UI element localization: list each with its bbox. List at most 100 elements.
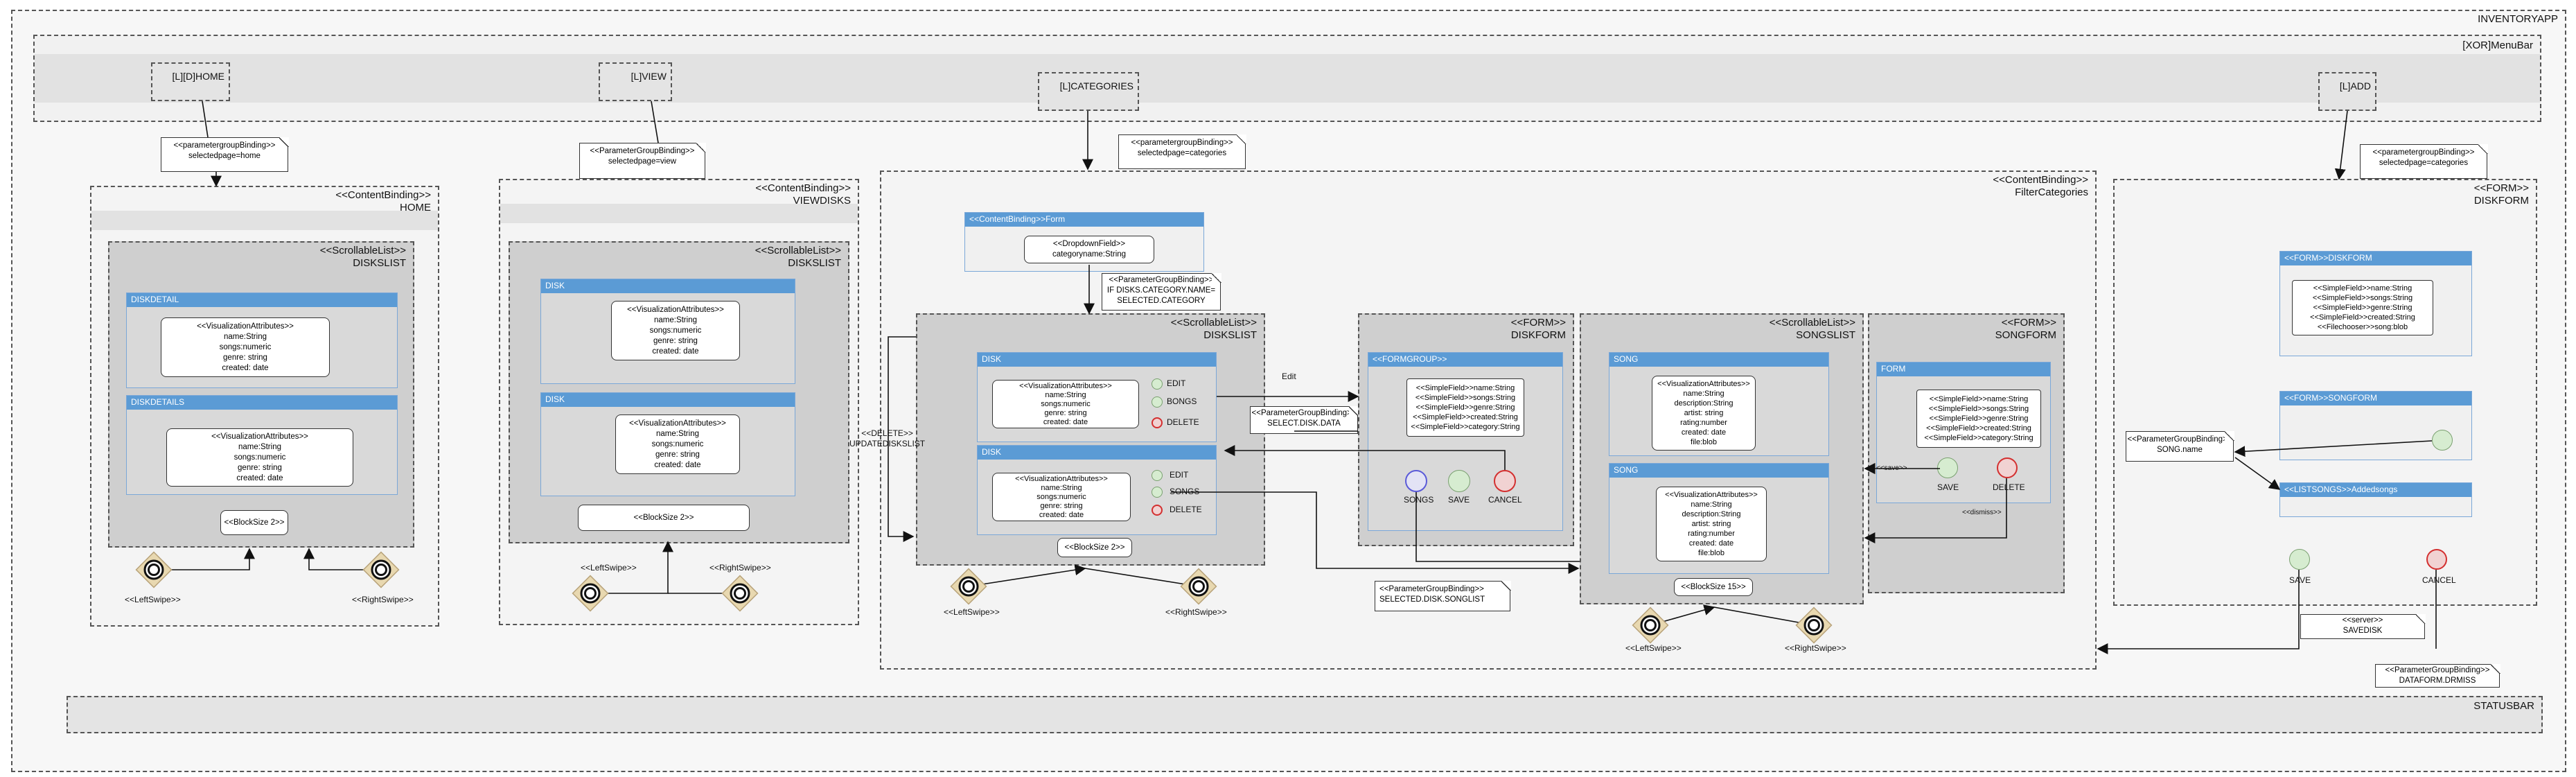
- disk1-edit-button[interactable]: [1152, 378, 1163, 390]
- categories-form-bar: <<ContentBinding>>Form: [965, 213, 1203, 227]
- attr-line: songs:numeric: [233, 453, 286, 462]
- attr-line: file:blob: [1698, 549, 1724, 557]
- songform-delete-button[interactable]: [1997, 457, 2018, 478]
- disk2-edit-button[interactable]: [1152, 470, 1163, 481]
- note-songlist: <<ParameterGroupBinding>> SELECTED.DISK.…: [1375, 580, 1511, 611]
- note-add-line1: <<parametergroupBinding>>: [2372, 148, 2475, 157]
- attr-line: description:String: [1682, 510, 1741, 518]
- menubar-title: [XOR]MenuBar: [2462, 40, 2533, 51]
- attr-line: <<VisualizationAttributes>>: [1657, 380, 1750, 388]
- note-filter-line1: <<ParameterGroupBinding>>: [1109, 276, 1214, 284]
- home-blocksize: <<BlockSize 2>>: [220, 510, 288, 535]
- attr-line: name:String: [1683, 390, 1724, 398]
- song-item-1-attrs: <<VisualizationAttributes>> name:String …: [1652, 376, 1756, 451]
- field-line: <<SimpleField>>name:String: [1415, 384, 1515, 392]
- attr-line: created: date: [222, 363, 269, 372]
- diskform-name: DISKFORM: [1510, 329, 1566, 341]
- menu-item-view[interactable]: [L]VIEW: [599, 62, 672, 101]
- add-cancel-label: CANCEL: [2422, 575, 2456, 585]
- home-leftswipe-label: <<LeftSwipe>>: [125, 595, 181, 604]
- menubar: [XOR]MenuBar: [33, 35, 2541, 122]
- menu-item-add[interactable]: [L]ADD: [2318, 72, 2376, 111]
- categories-disk-1-bar: DISK: [978, 353, 1216, 367]
- view-list-stereotype: <<ScrollableList>>: [755, 245, 841, 256]
- note-categories: <<parametergroupBinding>> selectedpage=c…: [1118, 134, 1246, 169]
- note-view-line1: <<ParameterGroupBinding>>: [590, 147, 695, 155]
- add-songform: <<FORM>>SONGFORM: [2279, 391, 2472, 460]
- disk2-songs-button[interactable]: [1152, 487, 1163, 498]
- add-diskform-fields[interactable]: <<SimpleField>>name:String <<SimpleField…: [2292, 280, 2433, 335]
- home-name: HOME: [400, 202, 431, 213]
- songslist-leftswipe-label: <<LeftSwipe>>: [1625, 643, 1682, 653]
- categories-stereotype: <<ContentBinding>>: [1993, 174, 2088, 186]
- diskform-songs-button[interactable]: [1405, 470, 1427, 492]
- field-line: <<SimpleField>>songs:String: [1928, 405, 2029, 413]
- field-line: <<SimpleField>>songs:String: [1415, 394, 1516, 402]
- note-filter-line3: SELECTED.CATEGORY: [1117, 297, 1206, 305]
- songform-save-button[interactable]: [1937, 457, 1958, 478]
- diskform-fields[interactable]: <<SimpleField>>name:String <<SimpleField…: [1406, 378, 1524, 437]
- note-home-line2: selectedpage=home: [188, 152, 261, 160]
- note-filter-line2: IF DISKS.CATEGORY.NAME=: [1106, 286, 1216, 295]
- note-dismiss-line2: DATAFORM.DRMISS: [2399, 676, 2476, 685]
- add-cancel-button[interactable]: [2426, 549, 2447, 570]
- note-home-line1: <<parametergroupBinding>>: [173, 141, 276, 150]
- disk2-delete-button[interactable]: [1152, 505, 1163, 516]
- category-dropdown[interactable]: <<DropdownField>> categoryname:String: [1024, 236, 1154, 263]
- categories-disk-1-attrs: <<VisualizationAttributes>> name:String …: [992, 380, 1139, 428]
- attr-line: name:String: [1045, 390, 1086, 399]
- diskform-save-label: SAVE: [1448, 495, 1470, 505]
- field-line: <<Filechooser>>song:blob: [2317, 323, 2408, 331]
- view-list-name: DISKSLIST: [788, 257, 841, 269]
- attr-line: genre: string: [1044, 408, 1087, 417]
- songslist-rightswipe-label: <<RightSwipe>>: [1785, 643, 1846, 653]
- attr-line: songs:numeric: [651, 439, 704, 448]
- attr-line: created: date: [1043, 417, 1088, 426]
- songform-stereotype: <<FORM>>: [2001, 317, 2056, 329]
- note-categories-line2: selectedpage=categories: [1137, 149, 1227, 157]
- note-categories-line1: <<parametergroupBinding>>: [1131, 139, 1233, 147]
- menu-item-categories[interactable]: [L]CATEGORIES: [1038, 72, 1139, 111]
- note-savedisk-line2: SAVEDISK: [2343, 627, 2383, 635]
- add-diskform-bar: <<FORM>>DISKFORM: [2280, 252, 2471, 265]
- disk1-songs-button[interactable]: [1152, 396, 1163, 408]
- note-select-disk-line2: SELECT.DISK.DATA: [1267, 419, 1341, 428]
- attr-line: rating:number: [1688, 530, 1735, 538]
- add-stereotype: <<FORM>>: [2473, 182, 2529, 194]
- view-item-2-bar: DISK: [541, 393, 795, 407]
- edit-label: Edit: [1282, 372, 1296, 381]
- categories-rightswipe-label: <<RightSwipe>>: [1165, 607, 1227, 617]
- view-stereotype: <<ContentBinding>>: [755, 182, 851, 194]
- disk1-delete-button[interactable]: [1152, 417, 1163, 428]
- songslist-stereotype: <<ScrollableList>>: [1769, 317, 1855, 329]
- songform-dismiss-label: <<dismiss>>: [1962, 509, 2002, 516]
- attr-line: description:String: [1674, 399, 1733, 408]
- view-item-1-bar: DISK: [541, 279, 795, 293]
- add-listsongs[interactable]: <<LISTSONGS>>Addedsongs: [2279, 482, 2472, 517]
- field-line: <<SimpleField>>category:String: [1924, 434, 2034, 442]
- field-line: <<SimpleField>>created:String: [1926, 424, 2031, 433]
- app-title: INVENTORYAPP: [2478, 13, 2558, 25]
- add-listsongs-bar: <<LISTSONGS>>Addedsongs: [2280, 483, 2471, 497]
- add-save-button[interactable]: [2289, 549, 2310, 570]
- attr-line: <<VisualizationAttributes>>: [629, 419, 726, 428]
- view-blocksize: <<BlockSize 2>>: [578, 505, 750, 531]
- attr-line: genre: string: [653, 336, 698, 345]
- note-select-disk: <<ParameterGroupBinding>> SELECT.DISK.DA…: [1250, 405, 1359, 434]
- add-songform-button[interactable]: [2432, 430, 2453, 451]
- diskform-save-button[interactable]: [1448, 470, 1470, 492]
- disk1-songs-label: BONGS: [1167, 396, 1197, 406]
- home-diskslist[interactable]: <<ScrollableList>> DISKSLIST: [108, 241, 414, 548]
- home-stereotype: <<ContentBinding>>: [335, 189, 431, 201]
- note-dismiss-line1: <<ParameterGroupBinding>>: [2385, 666, 2490, 674]
- menu-item-home[interactable]: [L][D]HOME: [151, 62, 230, 101]
- songform-fields[interactable]: <<SimpleField>>name:String <<SimpleField…: [1916, 390, 2041, 448]
- diskform-cancel-button[interactable]: [1494, 470, 1516, 492]
- attr-line: name:String: [1691, 500, 1732, 509]
- attr-line: songs:numeric: [1036, 492, 1086, 501]
- view-item-1-attrs: <<VisualizationAttributes>> name:String …: [611, 301, 740, 360]
- attr-line: created: date: [654, 460, 701, 469]
- note-filter: <<ParameterGroupBinding>> IF DISKS.CATEG…: [1102, 272, 1221, 311]
- note-view-line2: selectedpage=view: [608, 157, 677, 166]
- note-song-name-line1: <<ParameterGroupBinding>>: [2127, 435, 2232, 444]
